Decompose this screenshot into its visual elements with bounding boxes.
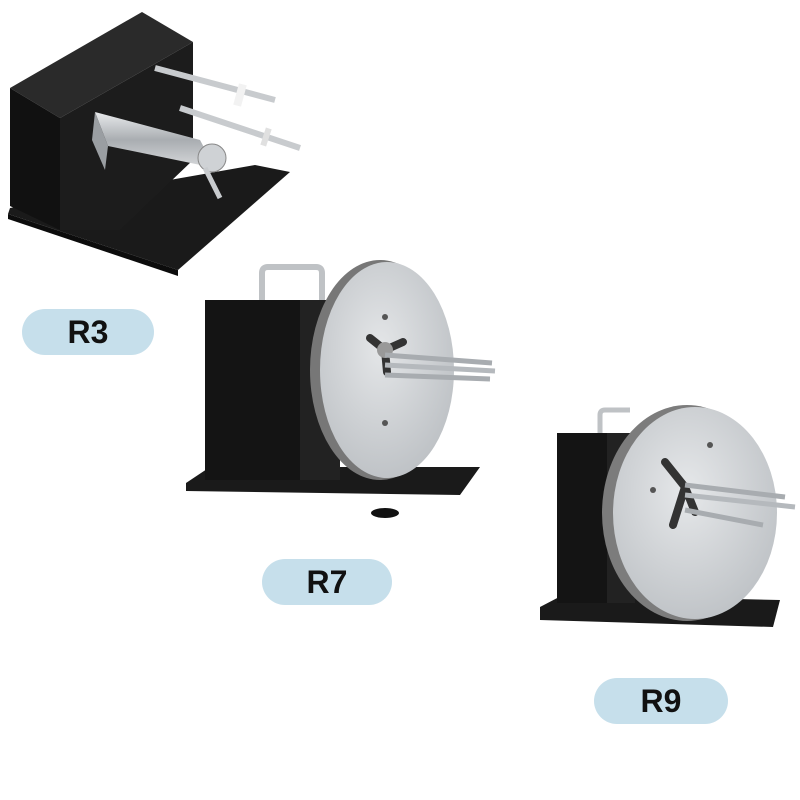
model-label-r7-text: R7 (306, 563, 348, 600)
model-label-r3: R3 (22, 309, 154, 355)
r7-rewinder-illustration (186, 260, 496, 518)
model-label-r9-text: R9 (640, 682, 682, 719)
product-r7-image (180, 255, 500, 525)
r9-rewinder-illustration (540, 405, 796, 627)
product-r9-image (535, 395, 800, 660)
model-label-r9: R9 (594, 678, 728, 724)
product-r3-image (0, 0, 330, 290)
model-label-r3-text: R3 (67, 313, 109, 350)
r3-rewinder-illustration (8, 12, 301, 276)
model-label-r7: R7 (262, 559, 392, 605)
